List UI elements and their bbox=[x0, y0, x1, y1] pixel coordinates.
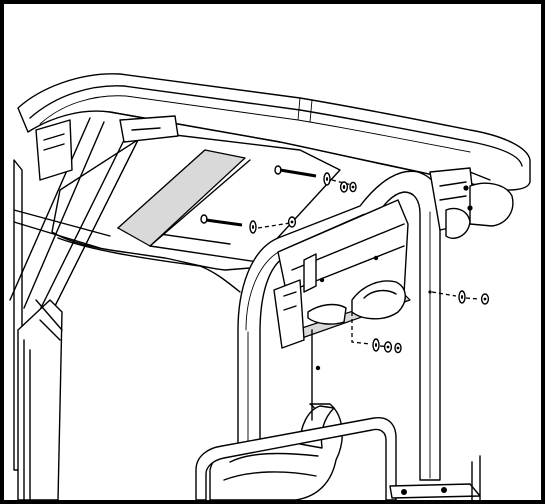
nut-icon bbox=[383, 341, 393, 353]
washer-icon bbox=[249, 220, 257, 234]
fastener-set-upper bbox=[200, 165, 357, 234]
fastener-set-lower bbox=[351, 312, 402, 354]
cross-bracket bbox=[273, 199, 411, 349]
bolt-icon bbox=[200, 214, 243, 227]
fastener-set-right bbox=[428, 290, 490, 305]
nut-icon bbox=[394, 342, 402, 354]
nut-icon bbox=[339, 181, 349, 193]
rear-corner bbox=[429, 167, 514, 240]
nut-icon bbox=[287, 216, 297, 228]
nut-icon bbox=[349, 181, 357, 193]
left-frame bbox=[9, 115, 179, 501]
nut-icon bbox=[480, 293, 490, 305]
washer-icon bbox=[458, 290, 466, 304]
washer-icon bbox=[372, 338, 380, 352]
seat bbox=[195, 403, 397, 501]
base-mount bbox=[311, 329, 481, 501]
washer-icon bbox=[323, 172, 331, 186]
bolt-icon bbox=[274, 165, 317, 178]
